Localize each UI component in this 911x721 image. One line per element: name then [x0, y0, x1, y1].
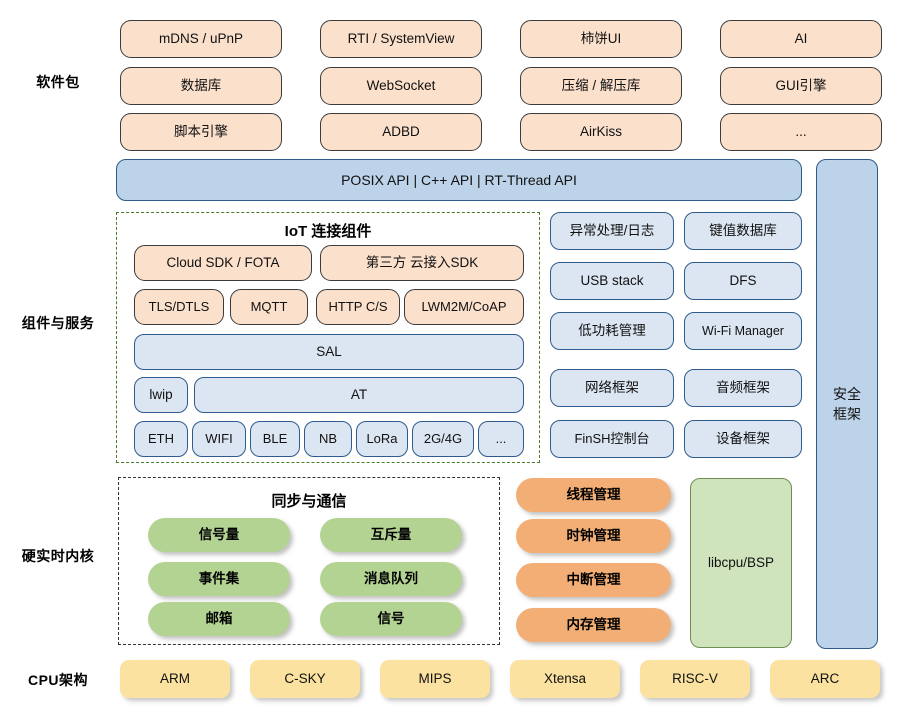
section-label-components-services: 组件与服务: [21, 315, 95, 331]
kernel-sync-box[interactable]: 邮箱: [148, 602, 290, 636]
package-box[interactable]: ...: [720, 113, 882, 151]
kernel-sync-box[interactable]: 消息队列: [320, 562, 462, 596]
iot-sal-box[interactable]: SAL: [134, 334, 524, 370]
iot-protocol-box[interactable]: TLS/DTLS: [134, 289, 224, 325]
package-box[interactable]: GUI引擎: [720, 67, 882, 105]
component-box[interactable]: 音频框架: [684, 369, 802, 407]
iot-link-box[interactable]: ...: [478, 421, 524, 457]
kernel-sync-box[interactable]: 互斥量: [320, 518, 462, 552]
component-box[interactable]: 低功耗管理: [550, 312, 674, 350]
iot-protocol-box[interactable]: LWM2M/CoAP: [404, 289, 524, 325]
kernel-management-box[interactable]: 线程管理: [516, 478, 671, 512]
iot-lwip-box[interactable]: lwip: [134, 377, 188, 413]
component-box[interactable]: DFS: [684, 262, 802, 300]
component-box[interactable]: USB stack: [550, 262, 674, 300]
component-box[interactable]: FinSH控制台: [550, 420, 674, 458]
iot-link-box[interactable]: NB: [304, 421, 352, 457]
security-framework[interactable]: 安全 框架: [816, 159, 878, 649]
section-label-hard-realtime-kernel: 硬实时内核: [21, 548, 95, 564]
package-box[interactable]: 脚本引擎: [120, 113, 282, 151]
iot-at-box[interactable]: AT: [194, 377, 524, 413]
iot-sdk-box[interactable]: Cloud SDK / FOTA: [134, 245, 312, 281]
kernel-management-box[interactable]: 时钟管理: [516, 519, 671, 553]
kernel-group-frame: [118, 477, 500, 645]
iot-link-box[interactable]: LoRa: [356, 421, 408, 457]
component-box[interactable]: 设备框架: [684, 420, 802, 458]
component-box[interactable]: 网络框架: [550, 369, 674, 407]
security-framework-line2: 框架: [833, 406, 861, 422]
kernel-group-title: 同步与通信: [271, 493, 347, 510]
cpu-arch-box[interactable]: RISC-V: [640, 660, 750, 698]
security-framework-line1: 安全: [833, 385, 861, 402]
iot-group-title: IoT 连接组件: [284, 223, 372, 240]
package-box[interactable]: WebSocket: [320, 67, 482, 105]
cpu-arch-box[interactable]: ARM: [120, 660, 230, 698]
iot-link-box[interactable]: 2G/4G: [412, 421, 474, 457]
component-box[interactable]: 异常处理/日志: [550, 212, 674, 250]
kernel-sync-box[interactable]: 信号: [320, 602, 462, 636]
component-box[interactable]: Wi-Fi Manager: [684, 312, 802, 350]
package-box[interactable]: 压缩 / 解压库: [520, 67, 682, 105]
cpu-arch-box[interactable]: MIPS: [380, 660, 490, 698]
iot-protocol-box[interactable]: HTTP C/S: [316, 289, 400, 325]
kernel-management-box[interactable]: 中断管理: [516, 563, 671, 597]
component-box[interactable]: 键值数据库: [684, 212, 802, 250]
iot-sdk-box[interactable]: 第三方 云接入SDK: [320, 245, 524, 281]
kernel-sync-box[interactable]: 事件集: [148, 562, 290, 596]
package-box[interactable]: 数据库: [120, 67, 282, 105]
iot-group-frame: [116, 212, 540, 463]
iot-link-box[interactable]: BLE: [250, 421, 300, 457]
cpu-arch-box[interactable]: C-SKY: [250, 660, 360, 698]
kernel-management-box[interactable]: 内存管理: [516, 608, 671, 642]
api-bar[interactable]: POSIX API | C++ API | RT-Thread API: [116, 159, 802, 201]
package-box[interactable]: ADBD: [320, 113, 482, 151]
iot-protocol-box[interactable]: MQTT: [230, 289, 308, 325]
cpu-arch-box[interactable]: Xtensa: [510, 660, 620, 698]
package-box[interactable]: RTI / SystemView: [320, 20, 482, 58]
package-box[interactable]: AirKiss: [520, 113, 682, 151]
package-box[interactable]: mDNS / uPnP: [120, 20, 282, 58]
iot-link-box[interactable]: ETH: [134, 421, 188, 457]
iot-link-box[interactable]: WIFI: [192, 421, 246, 457]
section-label-software-packages: 软件包: [36, 74, 80, 90]
package-box[interactable]: 柿饼UI: [520, 20, 682, 58]
section-label-cpu-arch: CPU架构: [27, 672, 89, 688]
kernel-sync-box[interactable]: 信号量: [148, 518, 290, 552]
package-box[interactable]: AI: [720, 20, 882, 58]
cpu-arch-box[interactable]: ARC: [770, 660, 880, 698]
libcpu-bsp-box[interactable]: libcpu/BSP: [690, 478, 792, 648]
